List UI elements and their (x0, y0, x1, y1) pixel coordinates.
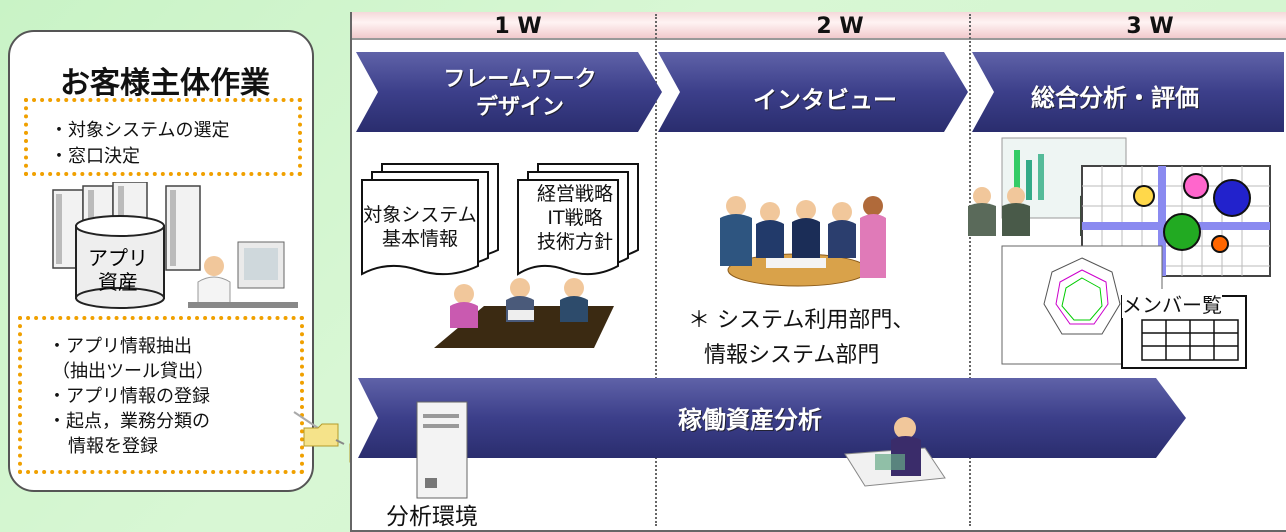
week-3-label: 3 W (1126, 14, 1174, 39)
doc-line: IT戦略 (547, 207, 603, 229)
customer-task-box-1: ・対象システムの選定 ・窓口決定 (24, 98, 302, 176)
week-1-label: 1 W (494, 14, 542, 39)
task-line: （抽出ツール貸出） (52, 361, 214, 382)
phase-chevrons (356, 52, 1284, 132)
server-database-illustration (52, 182, 298, 309)
analysis-illustration (968, 137, 1271, 369)
phase-interview: インタビュー (753, 86, 897, 114)
db-label-line: 資産 (98, 270, 138, 294)
phase-framework-design: フレームワーク デザイン (400, 66, 640, 122)
doc-line: 技術方針 (536, 231, 613, 253)
week-header (352, 12, 1286, 40)
doc-strategy: 経営戦略 IT戦略 技術方針 (520, 182, 630, 254)
task-line: ・起点，業務分類の (48, 411, 210, 432)
task-line: ・アプリ情報の登録 (48, 386, 210, 407)
meeting-illustration (434, 278, 614, 348)
customer-task-title: お客様主体作業 (60, 66, 270, 101)
task-line: 情報を登録 (68, 436, 158, 457)
task-line: ・アプリ情報抽出 (48, 336, 192, 357)
asset-analysis-arrow (358, 378, 1186, 458)
week-divider (969, 14, 971, 526)
phase-total-analysis: 総合分析・評価 (1031, 84, 1199, 112)
doc-line: 基本情報 (381, 228, 458, 250)
interview-note-line-2: 情報システム部門 (704, 343, 880, 368)
interview-note-line-1: ＊ システム利用部門、 (688, 308, 915, 333)
doc-line: 対象システム (363, 204, 477, 226)
db-label: アプリ 資産 (78, 246, 158, 294)
week-2-label: 2 W (816, 14, 864, 39)
doc-system-info: 対象システム 基本情報 (360, 203, 480, 251)
phase-asset-analysis: 稼働資産分析 (678, 406, 822, 434)
interview-group-illustration (720, 196, 886, 287)
week-divider (655, 14, 657, 526)
db-label-line: アプリ (88, 246, 148, 270)
doc-line: 経営戦略 (536, 183, 613, 205)
analysis-environment-illustration (416, 401, 946, 499)
member-list-label: メンバー覧 (1122, 289, 1222, 318)
phase-label-line: デザイン (475, 95, 564, 120)
document-stack-illustration (361, 163, 639, 276)
task-line: ・対象システムの選定 (50, 120, 230, 141)
task-line: ・窓口決定 (50, 146, 140, 167)
customer-task-box-2: ・アプリ情報抽出 （抽出ツール貸出） ・アプリ情報の登録 ・起点，業務分類の 情… (18, 316, 304, 474)
phase-label-line: フレームワーク (443, 67, 597, 92)
analysis-environment-label: 分析環境 (386, 504, 478, 530)
